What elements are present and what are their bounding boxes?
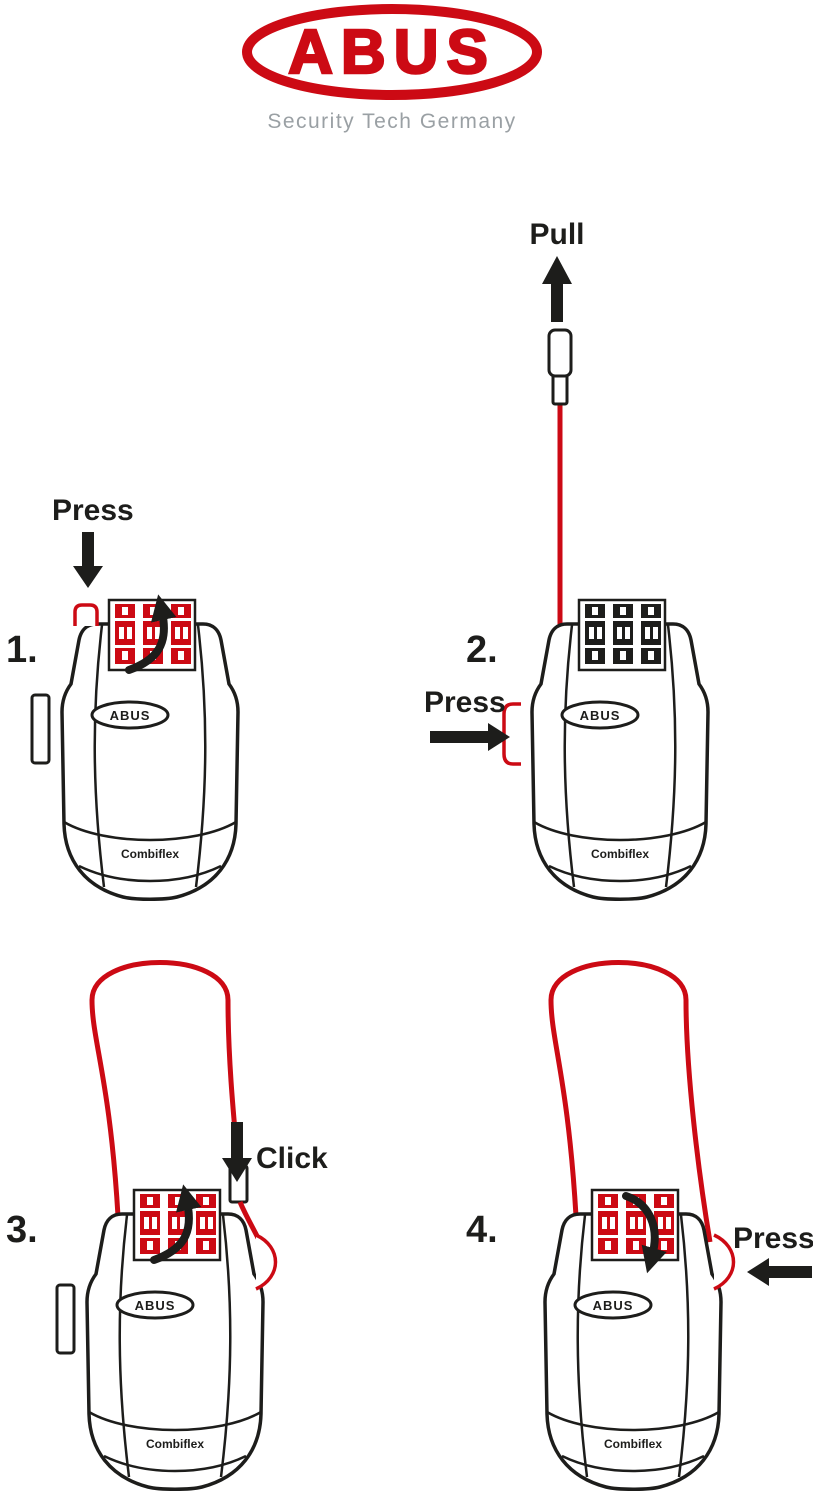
- logo-brand-text: ABUS: [288, 18, 496, 87]
- cable-step-2: [547, 328, 573, 640]
- step-3-click-label: Click: [256, 1142, 328, 1175]
- down-arrow-icon: [222, 1122, 252, 1182]
- logo-oval: [242, 4, 542, 100]
- belt-clip: [55, 1283, 76, 1355]
- lock-step-1: [30, 594, 240, 901]
- side-release-button: [502, 702, 523, 766]
- down-arrow-icon: [73, 532, 103, 588]
- step-2-number: 2.: [466, 629, 498, 671]
- lock-step-4: [543, 1188, 736, 1491]
- step-2-press-label: Press: [424, 686, 506, 719]
- cable-loop: [548, 960, 713, 1243]
- cable-socket-button: [254, 1233, 278, 1291]
- logo-tagline: Security Tech Germany: [267, 110, 516, 133]
- up-arrow-icon: [542, 256, 572, 322]
- cable-ferrule: [551, 372, 569, 406]
- cable-step-4: [548, 960, 713, 1243]
- step-4-press-label: Press: [733, 1222, 813, 1255]
- belt-clip: [30, 693, 51, 765]
- abus-logo: ABUS: [242, 4, 542, 100]
- top-release-button: [73, 603, 99, 628]
- combination-dials: [577, 598, 667, 672]
- step-4-number: 4.: [466, 1209, 498, 1251]
- left-arrow-icon: [747, 1258, 812, 1286]
- lock-step-2: [502, 598, 710, 901]
- step-1-number: 1.: [6, 629, 38, 671]
- cable-loop: [89, 960, 241, 1217]
- flip-up-arrow: [125, 594, 177, 674]
- step-3-number: 3.: [6, 1209, 38, 1251]
- lock-step-3: [55, 1184, 278, 1491]
- step-1-press-label: Press: [52, 494, 134, 527]
- step-2-pull-label: Pull: [529, 218, 584, 251]
- right-arrow-icon: [430, 723, 510, 751]
- flip-up-arrow: [150, 1184, 202, 1264]
- flip-down-arrow: [622, 1192, 667, 1274]
- cable-ferrule: [547, 328, 573, 378]
- cable-socket-button: [712, 1233, 736, 1291]
